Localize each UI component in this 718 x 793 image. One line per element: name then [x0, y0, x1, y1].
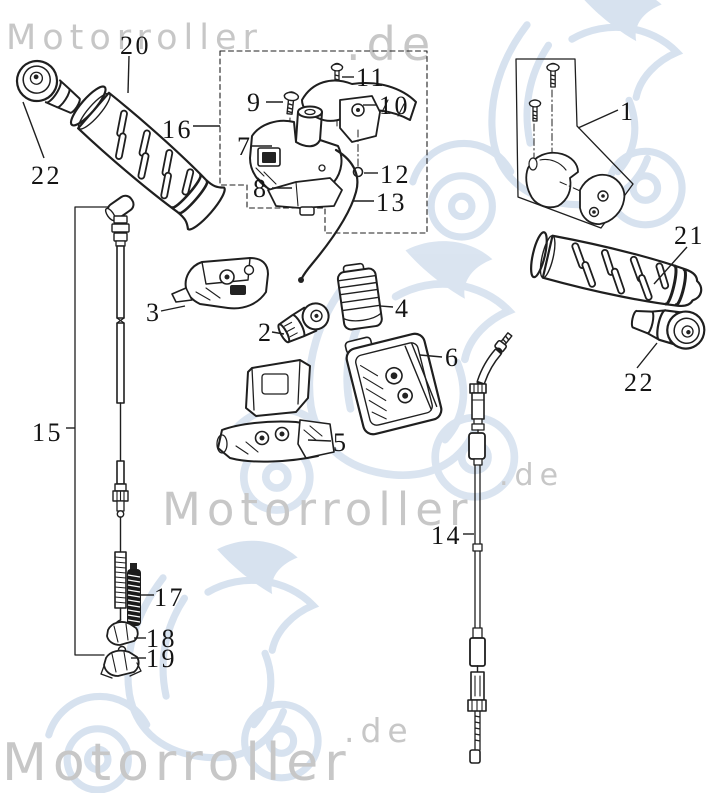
callout-7: 7	[237, 132, 253, 161]
part-22-left-bar-end-weight	[15, 59, 81, 114]
part-2-switch-cylinder	[277, 302, 330, 344]
part-18-cable-clamp	[106, 621, 139, 646]
callout-labels: 1 2 3 4 5 6 7 8 9 10 11 12 13 14 15 16 1…	[31, 31, 705, 673]
callout-22-right: 22	[624, 368, 655, 397]
callout-16: 16	[162, 115, 193, 144]
clamp-half-left	[525, 151, 579, 209]
callout-11: 11	[356, 63, 386, 92]
callout-8: 8	[253, 174, 269, 203]
assembly-16-dashed-box	[219, 50, 428, 283]
part-1-handlebar-clamp-assembly	[515, 58, 634, 229]
part-14-throttle-cable	[467, 332, 513, 764]
callout-22-left: 22	[31, 161, 62, 190]
callout-18: 18	[146, 624, 177, 653]
part-10-brake-lever	[301, 79, 417, 143]
part-3-switch	[171, 257, 269, 310]
watermark-layer: Motorroller .de Motorroller .de Motorrol…	[2, 0, 682, 793]
leader-2	[271, 331, 285, 335]
part-5-switch-assembly	[216, 359, 335, 463]
watermark-suffix-bottom: .de	[344, 711, 414, 750]
callout-9: 9	[247, 88, 263, 117]
callout-3: 3	[146, 298, 162, 327]
leader-1	[577, 109, 619, 129]
leader-22-left	[22, 101, 45, 159]
part-13-cable	[298, 148, 359, 283]
callout-12: 12	[380, 160, 411, 189]
clamp-screw-b	[528, 99, 542, 122]
callout-4: 4	[395, 294, 411, 323]
part-15-brake-cable	[74, 194, 135, 656]
part-8-switch-housing-lower	[267, 177, 343, 216]
part-22-right-bar-end-weight	[630, 309, 706, 350]
leader-20	[127, 55, 130, 94]
leader-22-right	[636, 342, 658, 369]
callout-17: 17	[154, 583, 185, 612]
part-17-spring	[127, 563, 141, 626]
callout-21: 21	[674, 221, 705, 250]
watermark-text-bottom: Motorroller	[2, 733, 352, 793]
watermark-text-top: Motorroller	[6, 18, 263, 58]
callout-20: 20	[120, 31, 151, 60]
leader-lines	[22, 55, 688, 659]
callout-5: 5	[333, 428, 349, 457]
watermark-suffix-middle: .de	[499, 458, 564, 493]
callout-15: 15	[32, 418, 63, 447]
callout-10: 10	[379, 91, 410, 120]
part-21-right-grip	[530, 231, 703, 308]
callout-6: 6	[445, 343, 461, 372]
leader-5	[307, 439, 332, 442]
callout-2: 2	[258, 318, 274, 347]
clamp-screw-a	[546, 62, 560, 88]
callout-19: 19	[146, 644, 177, 673]
leader-21	[653, 246, 688, 285]
leader-6	[419, 354, 443, 358]
watermark-suffix-top: .de	[346, 17, 436, 71]
leader-4	[379, 305, 394, 308]
leader-3	[160, 305, 186, 312]
watermark-text-middle: Motorroller	[162, 483, 473, 536]
callout-1: 1	[620, 97, 636, 126]
part-7-switch-housing	[249, 105, 343, 198]
part-19-cable-clamp	[100, 645, 142, 679]
part-6-switch-plate	[344, 332, 443, 436]
part-20-left-grip	[69, 85, 226, 231]
callout-14: 14	[431, 521, 462, 550]
part-9-screw	[283, 91, 300, 115]
part-4-switch-block	[336, 262, 383, 331]
callout-13: 13	[376, 188, 407, 217]
